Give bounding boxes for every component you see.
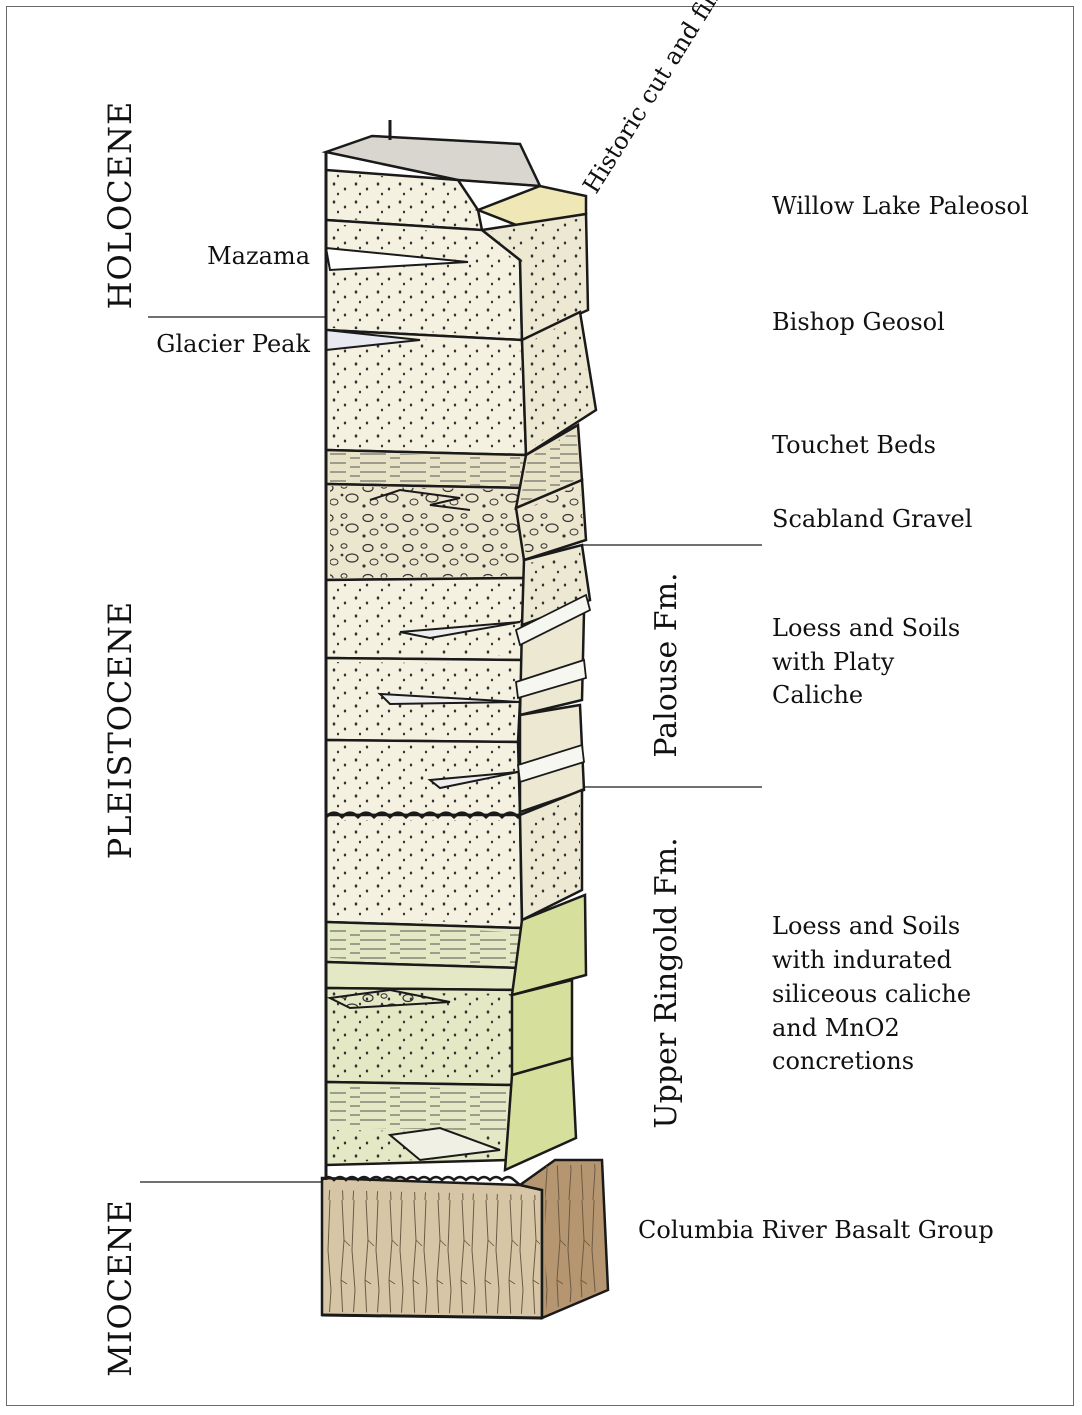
label-scabland-gravel: Scabland Gravel <box>772 505 972 533</box>
label-palouse-fm: Palouse Fm. <box>649 572 684 757</box>
epoch-holocene: HOLOCENE <box>101 101 139 310</box>
epoch-labels: HOLOCENE PLEISTOCENE MIOCENE <box>101 101 139 1377</box>
label-loess-indurated-line1: Loess and Soils <box>772 912 960 940</box>
layer-ringold-3 <box>326 962 520 990</box>
label-loess-platy-line3: Caliche <box>772 681 863 709</box>
label-willow-lake-paleosol: Willow Lake Paleosol <box>772 192 1029 220</box>
label-loess-platy-line2: with Platy <box>772 648 895 676</box>
label-loess-platy-line1: Loess and Soils <box>772 614 960 642</box>
side-ringold-4 <box>505 1058 576 1170</box>
label-upper-ringold-fm: Upper Ringold Fm. <box>649 837 684 1128</box>
unit-labels: Willow Lake Paleosol Bishop Geosol Touch… <box>638 192 1029 1244</box>
label-touchet-beds: Touchet Beds <box>772 431 936 459</box>
label-loess-indurated-line5: concretions <box>772 1047 914 1075</box>
label-mazama: Mazama <box>207 242 310 270</box>
label-historic-cut-and-fill: Historic cut and fill <box>577 0 726 198</box>
label-loess-indurated-line2: with indurated <box>772 946 952 974</box>
label-loess-indurated-line4: and MnO2 <box>772 1014 900 1042</box>
epoch-pleistocene: PLEISTOCENE <box>101 601 139 859</box>
epoch-miocene: MIOCENE <box>101 1199 139 1377</box>
label-glacier-peak: Glacier Peak <box>156 330 310 358</box>
label-columbia-river-basalt: Columbia River Basalt Group <box>638 1216 994 1244</box>
label-loess-indurated-line3: siliceous caliche <box>772 980 971 1008</box>
label-bishop-geosol: Bishop Geosol <box>772 308 945 336</box>
